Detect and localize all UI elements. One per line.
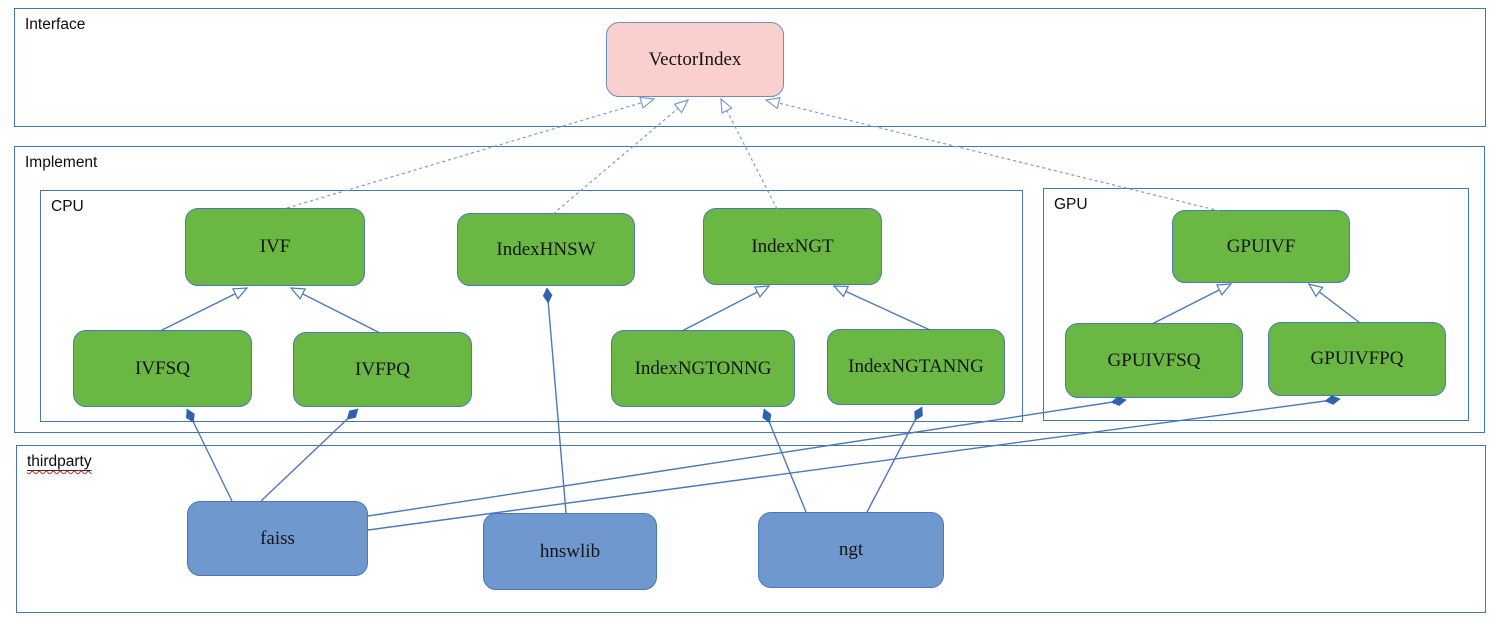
node-indexngt[interactable]: IndexNGT bbox=[703, 208, 882, 285]
node-ivfsq-label: IVFSQ bbox=[135, 357, 190, 379]
node-faiss[interactable]: faiss bbox=[187, 501, 368, 576]
node-indexngtanng-label: IndexNGTANNG bbox=[848, 356, 984, 377]
node-gpuivfsq[interactable]: GPUIVFSQ bbox=[1065, 323, 1243, 398]
node-ivfpq-label: IVFPQ bbox=[355, 358, 410, 380]
node-ivfsq[interactable]: IVFSQ bbox=[73, 330, 252, 407]
node-gpuivfpq-label: GPUIVFPQ bbox=[1310, 348, 1404, 369]
node-indexhnsw-label: IndexHNSW bbox=[496, 238, 596, 260]
node-indexngtonng[interactable]: IndexNGTONNG bbox=[611, 330, 795, 407]
node-ivf-label: IVF bbox=[259, 236, 291, 257]
node-vectorindex[interactable]: VectorIndex bbox=[606, 22, 784, 97]
node-gpuivf-label: GPUIVF bbox=[1226, 235, 1296, 257]
node-faiss-label: faiss bbox=[260, 527, 295, 549]
container-gpu-label: GPU bbox=[1054, 196, 1088, 213]
node-hnswlib-label: hnswlib bbox=[539, 540, 601, 562]
node-ngt-label: ngt bbox=[838, 539, 864, 560]
node-indexhnsw[interactable]: IndexHNSW bbox=[457, 213, 635, 286]
node-ivf[interactable]: IVF bbox=[185, 208, 365, 286]
node-vectorindex-label: VectorIndex bbox=[648, 48, 742, 70]
node-gpuivf[interactable]: GPUIVF bbox=[1172, 210, 1350, 283]
node-ivfpq[interactable]: IVFPQ bbox=[293, 332, 472, 407]
node-indexngt-label: IndexNGT bbox=[751, 235, 834, 257]
container-cpu-label: CPU bbox=[51, 198, 84, 215]
node-indexngtanng[interactable]: IndexNGTANNG bbox=[827, 329, 1005, 405]
node-hnswlib[interactable]: hnswlib bbox=[483, 513, 657, 590]
node-gpuivfsq-label: GPUIVFSQ bbox=[1107, 349, 1201, 371]
node-ngt[interactable]: ngt bbox=[758, 512, 944, 588]
container-thirdparty-label-text: thirdparty bbox=[27, 453, 92, 470]
node-indexngtonng-label: IndexNGTONNG bbox=[634, 357, 772, 379]
container-implement-label: Implement bbox=[25, 154, 98, 171]
container-thirdparty-label: thirdparty bbox=[27, 453, 92, 471]
container-interface-label: Interface bbox=[25, 16, 86, 33]
node-gpuivfpq[interactable]: GPUIVFPQ bbox=[1268, 322, 1446, 396]
